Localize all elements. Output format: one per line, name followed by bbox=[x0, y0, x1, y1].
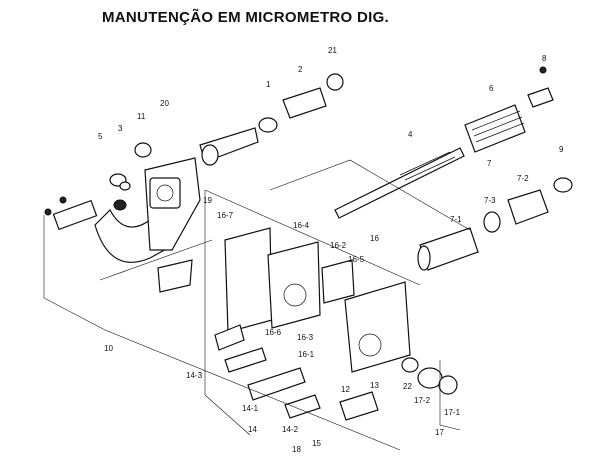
page-title: MANUTENÇÃO EM MICROMETRO DIG. bbox=[102, 9, 390, 26]
thimble bbox=[464, 66, 554, 153]
label-19: 19 bbox=[203, 196, 212, 205]
leader-lines bbox=[43, 159, 471, 451]
label-13: 13 bbox=[370, 381, 379, 390]
label-9: 9 bbox=[559, 145, 564, 154]
label-7-3: 7-3 bbox=[484, 196, 496, 205]
label-14-1: 14-1 bbox=[242, 404, 259, 413]
label-21: 21 bbox=[328, 46, 337, 55]
label-14-2: 14-2 bbox=[282, 425, 299, 434]
micrometer-frame bbox=[52, 157, 201, 263]
label-14-3: 14-3 bbox=[186, 371, 203, 380]
label-18: 18 bbox=[292, 445, 301, 454]
label-17-2: 17-2 bbox=[414, 396, 431, 405]
anvil-parts bbox=[44, 142, 152, 216]
label-7-2: 7-2 bbox=[517, 174, 529, 183]
label-15: 15 bbox=[312, 439, 321, 448]
sleeve-parts bbox=[417, 177, 573, 271]
label-16-3: 16-3 bbox=[297, 333, 314, 342]
label-16: 16 bbox=[370, 234, 379, 243]
part-labels: 1 2 3 4 5 6 7 7-1 7-2 7-3 8 9 10 11 12 1… bbox=[98, 46, 564, 454]
label-16-2: 16-2 bbox=[330, 241, 347, 250]
label-16-4: 16-4 bbox=[293, 221, 310, 230]
label-3: 3 bbox=[118, 124, 123, 133]
label-22: 22 bbox=[403, 382, 412, 391]
label-2: 2 bbox=[298, 65, 303, 74]
spindle-group bbox=[199, 73, 344, 166]
label-16-1: 16-1 bbox=[298, 350, 315, 359]
label-7-1: 7-1 bbox=[450, 215, 462, 224]
label-17: 17 bbox=[435, 428, 444, 437]
label-16-5: 16-5 bbox=[348, 255, 365, 264]
label-4: 4 bbox=[408, 130, 413, 139]
label-10: 10 bbox=[104, 344, 113, 353]
label-1: 1 bbox=[266, 80, 271, 89]
label-6: 6 bbox=[489, 84, 494, 93]
label-12: 12 bbox=[341, 385, 350, 394]
label-16-6: 16-6 bbox=[265, 328, 282, 337]
label-16-7: 16-7 bbox=[217, 211, 234, 220]
electronic-unit bbox=[157, 227, 411, 373]
bottom-parts bbox=[214, 324, 458, 421]
label-14: 14 bbox=[248, 425, 257, 434]
label-7: 7 bbox=[487, 159, 492, 168]
label-11: 11 bbox=[137, 112, 146, 121]
spindle-screw bbox=[334, 147, 465, 219]
label-8: 8 bbox=[542, 54, 547, 63]
label-5: 5 bbox=[98, 132, 103, 141]
label-20: 20 bbox=[160, 99, 169, 108]
label-17-1: 17-1 bbox=[444, 408, 461, 417]
